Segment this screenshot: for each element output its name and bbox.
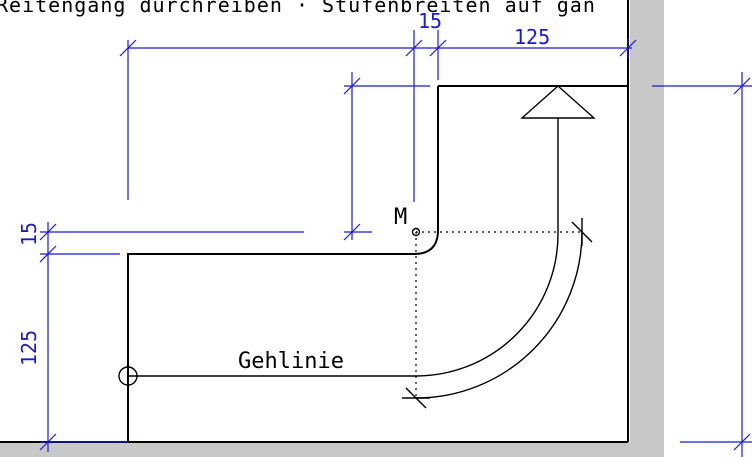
construction-lines <box>415 231 582 396</box>
walk-line <box>118 85 596 386</box>
top-width-dimension: 125 <box>514 25 550 49</box>
left-dimension <box>39 222 304 452</box>
center-point-label: M <box>394 205 407 230</box>
top-dimension <box>119 30 637 202</box>
arc-dimension <box>402 218 593 409</box>
left-height-dimension: 125 <box>17 330 41 366</box>
inner-vertical-dimension <box>343 72 430 241</box>
heading-text: Reitengang durchreiben · Stufenbreiten a… <box>0 0 596 17</box>
left-gap-dimension: 15 <box>17 222 41 246</box>
bottom-wall <box>0 442 664 457</box>
right-wall <box>630 0 664 457</box>
walk-line-arrow-head <box>520 85 596 119</box>
top-gap-dimension: 15 <box>418 9 442 33</box>
right-dimension <box>652 72 752 457</box>
walk-line-label: Gehlinie <box>238 349 344 374</box>
center-point-marker <box>411 227 421 237</box>
